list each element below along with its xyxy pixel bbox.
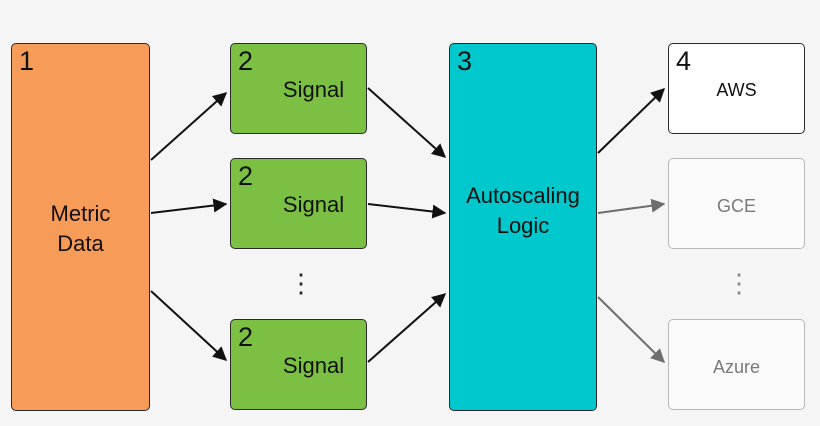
cloud-ellipsis: ⋮ xyxy=(726,268,752,298)
arrow-metric-to-signal-3 xyxy=(150,290,228,361)
metric-label: Metric Data xyxy=(12,199,149,258)
cloud-azure-label: Azure xyxy=(712,357,761,377)
arrow-metric-to-signal-1 xyxy=(150,92,228,161)
metric-step-number: 1 xyxy=(19,46,35,76)
cloud-box-gce: GCE xyxy=(668,158,805,249)
metric-data-box: 1 Metric Data xyxy=(11,43,150,411)
cloud-step-number: 4 xyxy=(676,46,692,76)
logic-step-number: 3 xyxy=(457,46,473,76)
cloud-gce-label: GCE xyxy=(716,196,756,216)
signal-2-step-number: 2 xyxy=(238,161,254,191)
signal-box-3: 2 Signal xyxy=(230,319,367,410)
signal-3-label: Signal xyxy=(282,353,345,378)
metric-label-line2: Data xyxy=(57,230,104,256)
arrow-signal-1-to-logic xyxy=(367,87,447,158)
logic-label-line1: Autoscaling xyxy=(466,183,580,208)
signal-1-label: Signal xyxy=(282,77,345,102)
cloud-box-azure: Azure xyxy=(668,319,805,410)
signal-box-2: 2 Signal xyxy=(230,158,367,249)
arrow-logic-to-gce xyxy=(597,198,666,214)
signal-ellipsis: ⋮ xyxy=(288,268,314,298)
arrow-signal-3-to-logic xyxy=(367,293,447,363)
arrow-metric-to-signal-2 xyxy=(150,198,228,214)
cloud-aws-label: AWS xyxy=(716,80,757,100)
signal-2-label: Signal xyxy=(282,192,345,217)
cloud-box-aws: 4 AWS xyxy=(668,43,805,134)
arrow-logic-to-aws xyxy=(597,88,666,154)
signal-3-step-number: 2 xyxy=(238,322,254,352)
arrow-logic-to-azure xyxy=(597,296,665,363)
logic-label: Autoscaling Logic xyxy=(450,181,596,240)
metric-label-line1: Metric xyxy=(50,201,111,226)
signal-1-step-number: 2 xyxy=(238,46,254,76)
arrow-signal-2-to-logic xyxy=(367,203,447,219)
signal-box-1: 2 Signal xyxy=(230,43,367,134)
autoscaling-logic-box: 3 Autoscaling Logic xyxy=(449,43,597,411)
logic-label-line2: Logic xyxy=(496,212,550,238)
